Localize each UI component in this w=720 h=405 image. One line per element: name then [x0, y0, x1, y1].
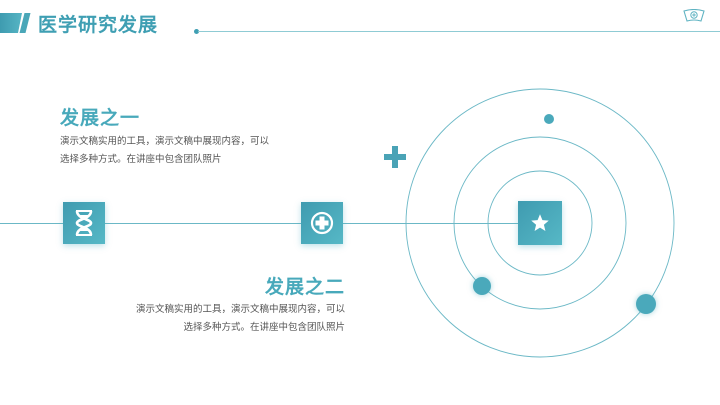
- timeline-node-1[interactable]: [63, 202, 105, 244]
- star-icon: [531, 214, 549, 231]
- page-title: 医学研究发展: [38, 14, 159, 36]
- orbit-planet-small: [544, 114, 554, 124]
- section-1-title: 发展之一: [60, 107, 141, 129]
- section-2-title: 发展之二: [264, 276, 345, 298]
- header-line-dot: [194, 29, 199, 34]
- timeline-line: [0, 223, 520, 224]
- section-1-line-2: 选择多种方式。在讲座中包含团队照片: [60, 154, 222, 165]
- header-divider: [198, 31, 720, 32]
- nurse-cap-icon: [683, 9, 705, 22]
- medical-cross-circle-icon: [310, 211, 334, 235]
- title-accent-bar: [0, 13, 22, 33]
- plus-icon: [384, 146, 406, 168]
- section-2-text: 演示文稿实用的工具，演示文稿中展现内容，可以 选择多种方式。在讲座中包含团队照片: [136, 301, 345, 337]
- section-2-line-1: 演示文稿实用的工具，演示文稿中展现内容，可以: [135, 304, 345, 315]
- section-1-line-1: 演示文稿实用的工具，演示文稿中展现内容，可以: [60, 136, 270, 147]
- orbit-planet-outer: [636, 294, 656, 314]
- section-1-text: 演示文稿实用的工具，演示文稿中展现内容，可以 选择多种方式。在讲座中包含团队照片: [60, 133, 269, 169]
- timeline-node-center[interactable]: [518, 201, 562, 245]
- timeline-node-2[interactable]: [301, 202, 343, 244]
- dna-icon: [75, 210, 93, 236]
- section-2-line-2: 选择多种方式。在讲座中包含团队照片: [183, 322, 345, 333]
- orbit-planet-middle: [473, 277, 491, 295]
